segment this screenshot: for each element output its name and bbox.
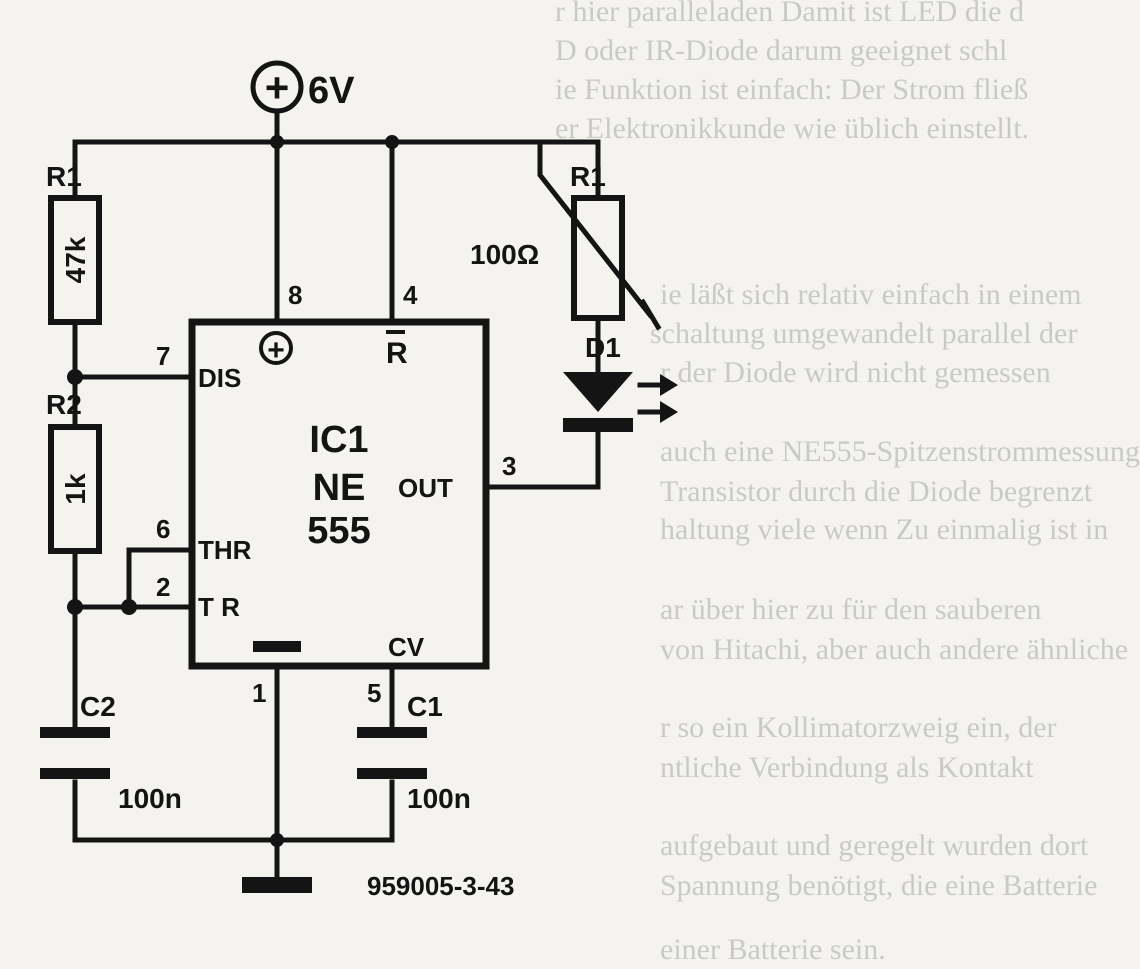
ic1-cv-label: CV [388,632,425,662]
ground-symbol-icon [253,641,301,652]
bg-text-line: von Hitachi, aber auch andere ähnliche [660,633,1129,666]
capacitor-c2-value: 100n [118,783,182,814]
capacitor-c2-plate-bottom [40,768,110,779]
bg-text-line: schaltung umgewandelt parallel der [650,317,1078,350]
resistor-r1-body [48,195,102,325]
bg-text-line: aufgebaut und geregelt wurden dort [660,829,1089,862]
ic1-pin8-number: 8 [288,280,302,310]
ic1-pin5-number: 5 [367,678,381,708]
ic1-part: NE [313,467,366,509]
capacitor-c2: C2 100n [40,691,182,814]
bg-text-line: ie läßt sich relativ einfach in einem [660,278,1082,311]
supply-circle-icon [250,60,304,114]
ic1-pin1-number: 1 [252,678,266,708]
ic1-pin3-number: 3 [502,451,516,481]
resistor-r1-value: 47k [60,236,91,283]
supply-plus-symbol: + [265,64,290,111]
ic1-pin6-number: 6 [156,514,170,544]
ic1-vcc-symbol: + [267,334,285,367]
resistor-r1-ref: R1 [46,161,82,192]
junction-dot [67,369,83,385]
vcc-circle-icon [259,331,293,365]
bg-text-line: r hier paralleladen Damit ist LED die d [555,0,1024,28]
trimmer-r1-ref: R1 [570,161,606,192]
junctions [67,135,399,847]
led-d1-ref: D1 [585,332,621,363]
ic1-part-number: 555 [307,510,370,552]
capacitor-c1: C1 100n [357,691,471,814]
bg-text-line: r so ein Kollimatorzweig ein, der [660,711,1057,744]
led-d1-bar [563,418,633,432]
resistor-r2-value: 1k [60,473,91,505]
trimmer-r1: R1 100Ω [470,139,662,331]
wires [72,107,601,879]
bg-text-line: einer Batterie sein. [660,933,886,966]
led-d1-triangle [563,372,633,412]
led-d1: D1 [563,332,678,432]
trimmer-r1-wiper [537,139,654,319]
ic1-tr-label: T R [198,592,240,622]
arrow-right-icon [660,401,678,423]
ic1-body [188,318,490,670]
resistor-r2: R2 1k [46,389,102,554]
ic1-out-label: OUT [398,473,453,503]
junction-dot [270,833,284,847]
trimmer-r1-body [571,195,625,321]
wire-thr [126,547,193,610]
capacitor-c1-value: 100n [407,783,471,814]
junction-dot [385,135,399,149]
figure-code: 959005-3-43 [367,871,514,901]
ic1-dis-label: DIS [198,363,241,393]
resistor-r1: R1 47k [46,161,102,325]
bg-text-line: ie Funktion ist einfach: Der Strom fließ [555,73,1029,106]
wire-ground-rail [72,779,395,843]
ic1-pin4-number: 4 [403,280,418,310]
supply-terminal: + 6V [250,60,355,114]
capacitor-c1-ref: C1 [407,691,443,722]
bg-text-line: auch eine NE555-Spitzenstrommessung [660,435,1140,468]
ic1-ref: IC1 [309,419,368,461]
circuit-diagram: + 6V R1 47k R2 1k C2 100n C1 100n [40,60,678,901]
background-article-text: r hier paralleladen Damit ist LED die d … [555,0,1140,966]
resistor-r2-body [48,424,102,554]
junction-dot [67,599,83,615]
ic1-pin7-number: 7 [156,341,170,371]
arrow-right-icon [660,374,678,396]
schematic-canvas: r hier paralleladen Damit ist LED die d … [40,0,1140,966]
capacitor-c2-ref: C2 [80,691,116,722]
bg-text-line: er Elektronikkunde wie üblich einstellt. [555,112,1030,145]
capacitor-c1-plate-top [357,727,427,738]
resistor-r2-ref: R2 [46,389,82,420]
capacitor-c1-plate-bottom [357,768,427,779]
bg-text-line: Transistor durch die Diode begrenzt [660,475,1093,508]
bg-text-line: ar über hier zu für den sauberen [660,593,1042,626]
bg-text-line: ntliche Verbindung als Kontakt [660,751,1034,784]
ic1-ne555: + R DIS THR T R OUT CV IC1 NE 555 8 4 7 … [156,280,516,708]
bg-text-line: r der Diode wird nicht gemessen [660,356,1051,389]
trimmer-r1-wiper-end [639,298,662,331]
bg-text-line: Spannung benötigt, die eine Batterie [660,869,1098,902]
ic1-reset-label: R [386,337,408,370]
junction-dot [121,599,137,615]
capacitor-c2-plate-top [40,727,110,738]
bg-text-line: haltung viele wenn Zu einmalig ist in [660,513,1109,546]
supply-voltage-label: 6V [308,70,355,112]
wire-out [485,429,601,490]
ic1-thr-label: THR [198,535,252,565]
ground-bar-icon [242,877,312,893]
bg-text-line: D oder IR-Diode darum geeignet schl [555,34,1008,67]
ic1-pin2-number: 2 [156,572,170,602]
trimmer-r1-value: 100Ω [470,239,539,270]
junction-dot [270,135,284,149]
